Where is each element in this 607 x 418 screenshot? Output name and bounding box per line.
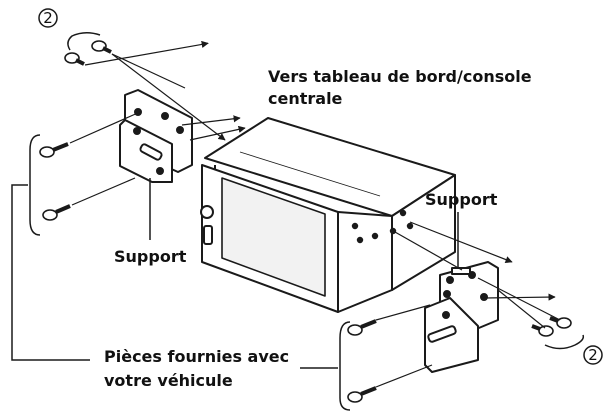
screw-left-upper <box>39 142 69 158</box>
callout-left: 2 <box>38 8 58 28</box>
screws <box>39 40 572 403</box>
brace-callout-right <box>544 334 585 350</box>
screw-bottom-right-b <box>549 316 572 329</box>
label-bracket-right: Support <box>425 190 498 209</box>
svg-text:2: 2 <box>588 346 598 364</box>
label-bracket-left: Support <box>114 247 187 266</box>
label-supplied-parts-line1: Pièces fournies avec <box>104 347 289 366</box>
brace-left <box>29 134 41 236</box>
svg-text:2: 2 <box>43 9 53 27</box>
screw-left-lower <box>42 204 71 221</box>
screw-right-lower <box>347 386 377 403</box>
head-unit <box>200 117 456 313</box>
screen <box>221 177 326 297</box>
brace-right <box>339 321 351 411</box>
callout-right: 2 <box>583 345 603 365</box>
screw-right-upper <box>347 319 377 336</box>
bracket-right <box>424 261 499 373</box>
guide-lines <box>69 40 561 388</box>
label-supplied-parts-line2: votre véhicule <box>104 371 233 390</box>
brace-callout-left <box>67 32 101 51</box>
screw-bottom-right-a <box>531 324 554 337</box>
knob <box>200 205 214 219</box>
screw-top-left-b <box>91 40 112 54</box>
braces <box>11 32 585 411</box>
connector-left <box>11 184 90 361</box>
label-destination-line1: Vers tableau de bord/console <box>268 67 532 86</box>
label-destination-line2: centrale <box>268 89 343 108</box>
screw-top-left-a <box>64 52 85 66</box>
bracket-left <box>119 89 193 183</box>
